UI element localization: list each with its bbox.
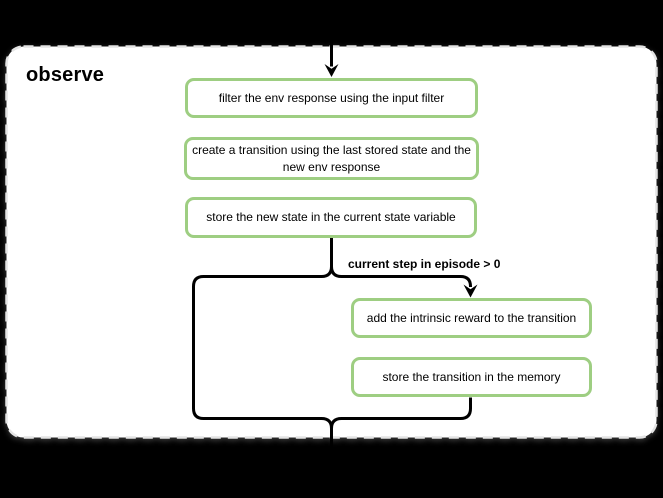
node-label: add the intrinsic reward to the transiti… [366, 310, 577, 325]
branch-condition-label: current step in episode > 0 [348, 257, 501, 271]
branch-right-arrowhead-icon [463, 284, 478, 298]
node-label: store the new state in the current state… [206, 210, 456, 225]
node-filter-env-response: filter the env response using the input … [185, 78, 478, 118]
branch-right-edge [330, 266, 472, 288]
group-title-observe: observe [26, 64, 105, 86]
node-store-new-state: store the new state in the current state… [185, 197, 477, 238]
branch-left-edge [192, 238, 333, 452]
node-label: filter the env response using the input … [218, 90, 445, 105]
node-label: store the transition in the memory [382, 369, 561, 384]
node-label: create a transition using the last store… [192, 142, 471, 174]
node-create-transition: create a transition using the last store… [184, 137, 479, 180]
merge-right-edge [330, 397, 472, 452]
entry-arrowhead-icon [324, 64, 339, 77]
node-store-transition-memory: store the transition in the memory [351, 357, 592, 397]
node-add-intrinsic-reward: add the intrinsic reward to the transiti… [351, 298, 592, 338]
